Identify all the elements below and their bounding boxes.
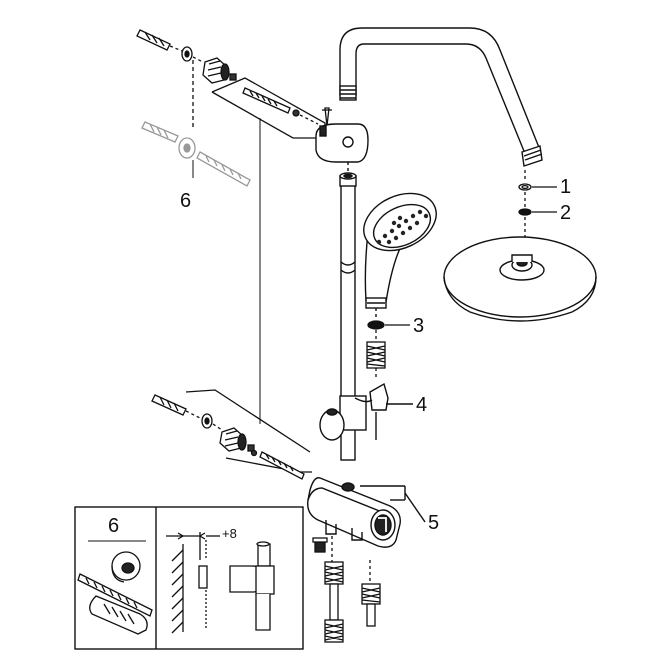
seal-2 bbox=[518, 208, 532, 216]
callout-2: 2 bbox=[560, 202, 571, 224]
head-shower-seals bbox=[518, 170, 557, 248]
thermostat bbox=[307, 477, 426, 548]
callout-6: 6 bbox=[180, 190, 191, 212]
upper-nut bbox=[229, 73, 237, 81]
seal-3-and-hose-fitting bbox=[366, 320, 410, 378]
inset-dimension: +8 bbox=[222, 526, 237, 541]
lower-wall-mount bbox=[151, 389, 312, 480]
upper-wall-mount bbox=[136, 29, 332, 140]
shower-arm bbox=[339, 27, 543, 167]
upper-wall-plug bbox=[202, 57, 230, 84]
riser-pipe bbox=[315, 123, 369, 461]
upper-long-bolt bbox=[242, 87, 291, 114]
callout-3: 3 bbox=[413, 315, 424, 337]
hand-shower bbox=[363, 192, 437, 320]
callout-5: 5 bbox=[428, 512, 439, 534]
shower-holder-slider bbox=[319, 382, 413, 441]
callout-4: 4 bbox=[416, 394, 427, 416]
head-shower bbox=[443, 236, 597, 322]
inset-number: 6 bbox=[108, 515, 119, 537]
alternative-wall-mount bbox=[141, 121, 251, 187]
callout-1: 1 bbox=[560, 176, 571, 198]
inlet-fittings bbox=[312, 536, 381, 643]
upper-screw bbox=[136, 29, 183, 52]
installation-inset: 6 +8 bbox=[74, 506, 304, 650]
